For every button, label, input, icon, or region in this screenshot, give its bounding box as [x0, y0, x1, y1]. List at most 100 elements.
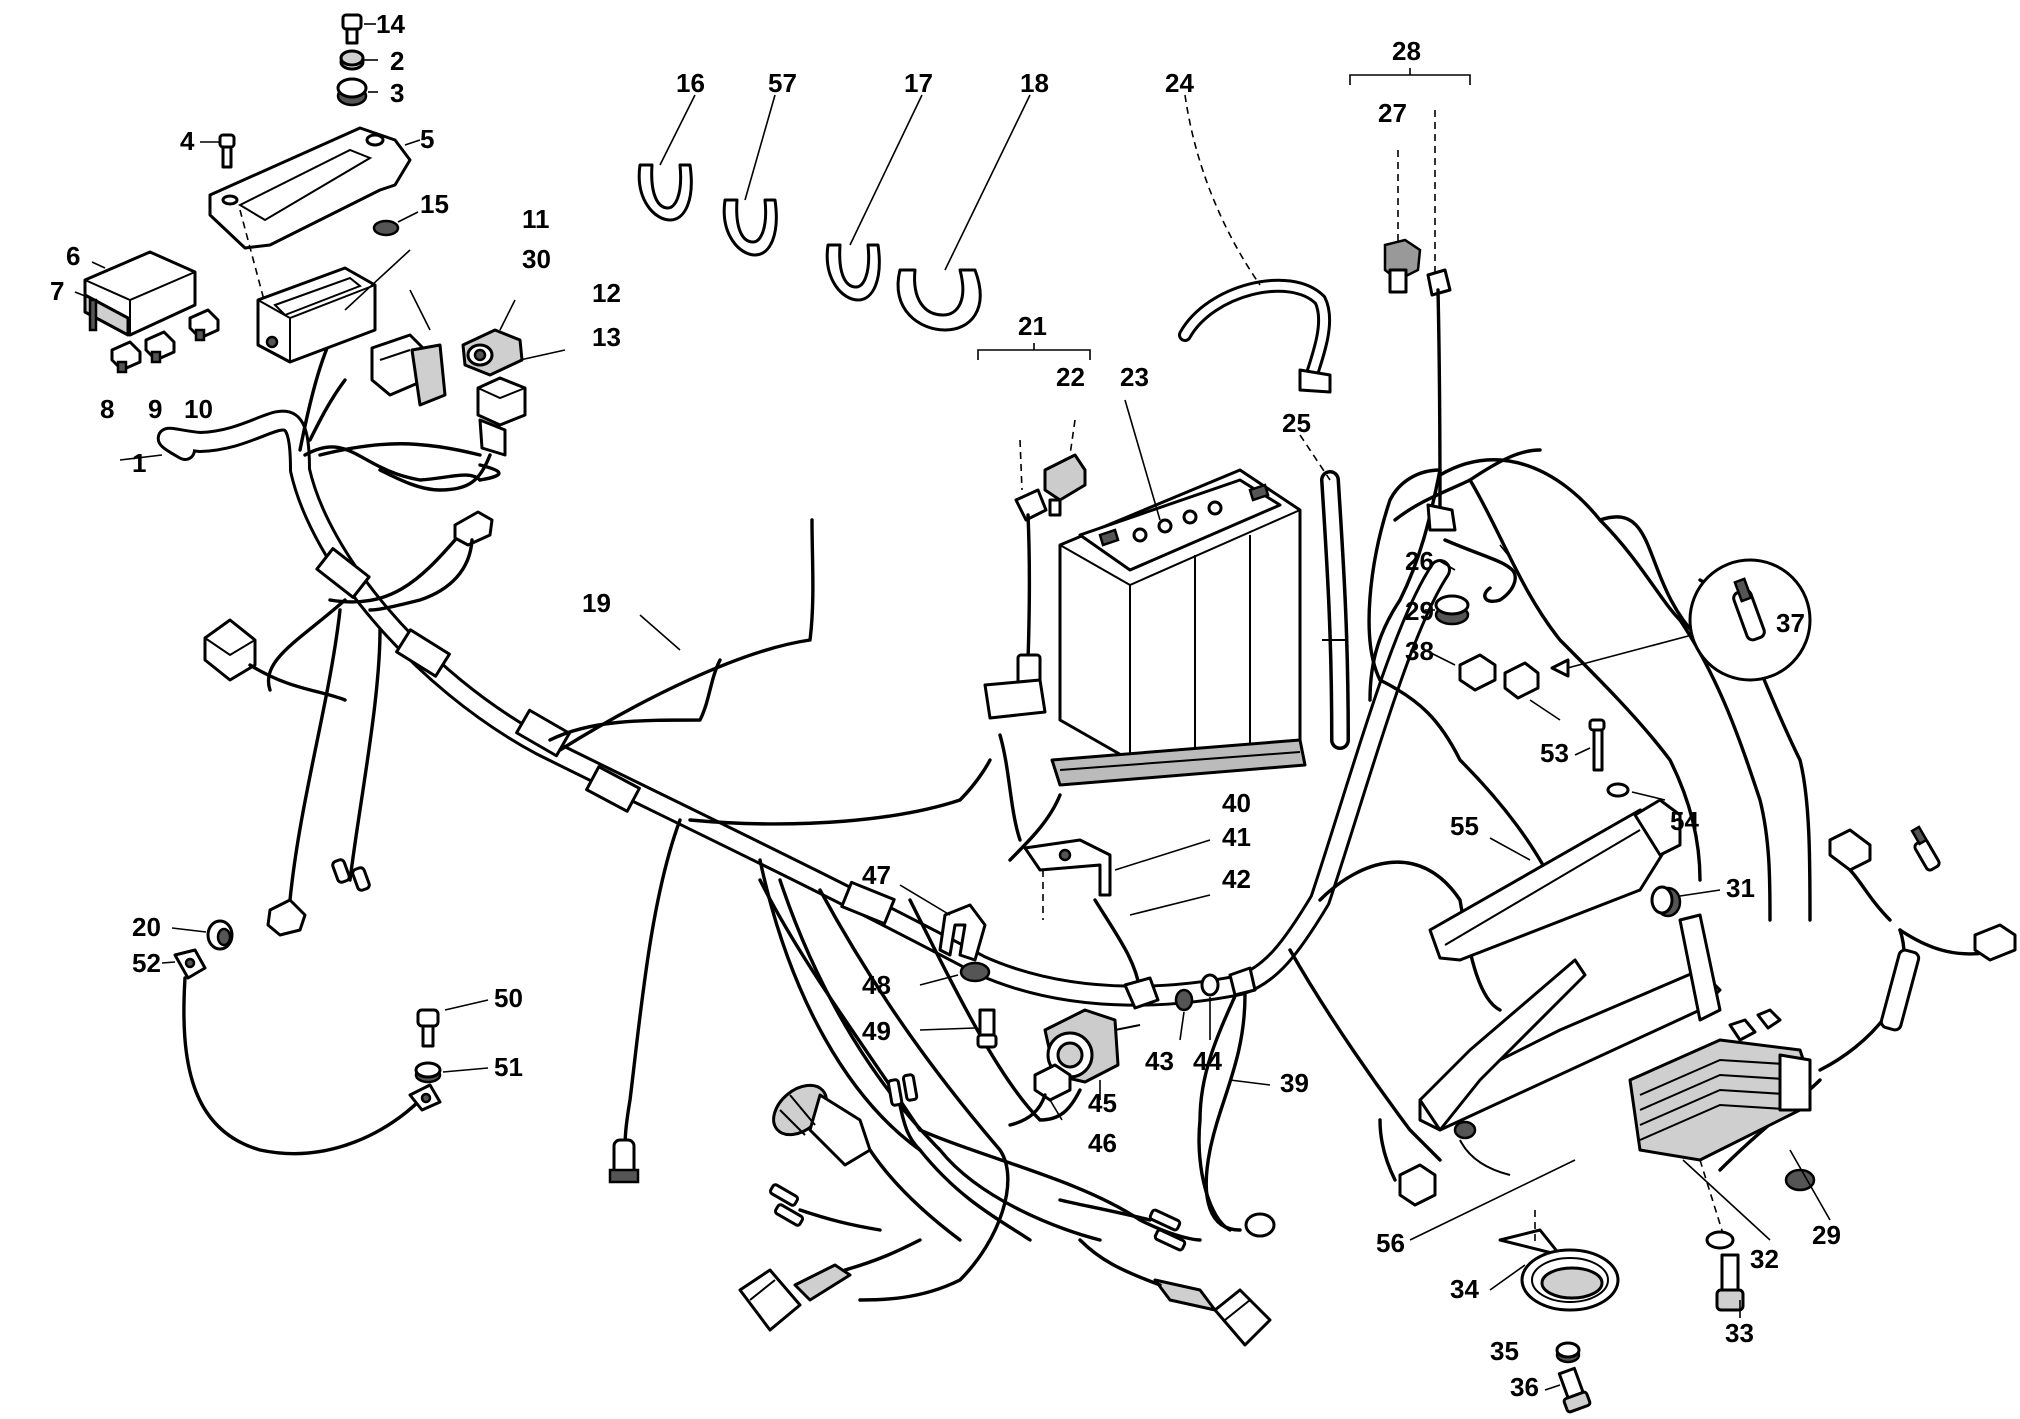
label-26: 26 [1405, 546, 1434, 576]
connector-46 [1008, 1063, 1072, 1127]
fuse-9 [144, 330, 176, 364]
fuse-box-11 [256, 266, 377, 364]
label-28: 28 [1392, 36, 1421, 66]
relay-13 [476, 376, 527, 457]
clamp-47 [938, 903, 987, 962]
wire-clip-26 [1443, 538, 1517, 603]
clip-57 [722, 198, 778, 257]
washer-43 [1174, 988, 1194, 1012]
negative-lead-28 [1426, 268, 1457, 532]
screw-4 [218, 133, 236, 169]
nut-29-top [1434, 594, 1470, 626]
label-37: 37 [1776, 608, 1805, 638]
terminal-cap-27 [1383, 238, 1422, 294]
label-23: 23 [1120, 362, 1149, 392]
label-8: 8 [100, 394, 114, 424]
screw-33 [1715, 1253, 1745, 1312]
bracket-21 [977, 343, 1091, 360]
battery-cable-24 [1178, 278, 1332, 394]
connector-38 [1458, 653, 1540, 700]
spade-pair-bottom [886, 1073, 919, 1107]
label-21: 21 [1018, 311, 1047, 341]
battery-cell-caps [1132, 500, 1223, 543]
label-34: 34 [1450, 1274, 1479, 1304]
relay-12 [461, 328, 524, 377]
connector-multi-pin [772, 1083, 872, 1167]
label-11: 11 [522, 204, 550, 234]
label-44: 44 [1193, 1046, 1222, 1076]
label-12: 12 [592, 278, 621, 308]
label-7: 7 [50, 276, 64, 306]
connector-upper-left [453, 510, 494, 547]
label-2: 2 [390, 46, 404, 76]
label-27: 27 [1378, 98, 1407, 128]
label-45: 45 [1088, 1088, 1117, 1118]
label-14: 14 [376, 9, 405, 39]
washer-44 [1200, 973, 1220, 997]
label-47: 47 [862, 860, 891, 890]
cable-39 [1204, 966, 1276, 1238]
spade-pair-right [1148, 1208, 1187, 1252]
bracket-28 [1349, 68, 1471, 85]
spade-pair-left [768, 1183, 805, 1227]
label-56: 56 [1376, 1228, 1405, 1258]
screw-14 [341, 13, 363, 45]
cover-55 [1428, 798, 1682, 962]
label-10: 10 [184, 394, 213, 424]
part-number-labels: 14 2 3 4 5 15 6 7 8 9 10 11 30 12 13 1 1… [50, 9, 1841, 1402]
label-18: 18 [1020, 68, 1049, 98]
rubber-grommet-3 [336, 77, 368, 107]
connector-right-small [1728, 1008, 1782, 1042]
branch-wires [266, 328, 2002, 1302]
label-20: 20 [132, 912, 161, 942]
label-41: 41 [1222, 822, 1251, 852]
relay-holder-30 [370, 333, 447, 407]
label-30: 30 [522, 244, 551, 274]
terminal-cap-22 [1043, 453, 1087, 517]
label-4: 4 [180, 126, 195, 156]
label-29-top: 29 [1405, 596, 1434, 626]
label-16: 16 [676, 68, 705, 98]
label-33: 33 [1725, 1318, 1754, 1348]
fuse-8 [110, 340, 142, 374]
label-48: 48 [862, 970, 891, 1000]
washer-54 [1606, 782, 1630, 798]
connector-left-low [266, 898, 307, 937]
label-51: 51 [494, 1052, 523, 1082]
detail-arrow [1550, 658, 1570, 678]
label-35: 35 [1490, 1336, 1519, 1366]
detail-circle-37 [1688, 558, 1812, 682]
label-22: 22 [1056, 362, 1085, 392]
clip-17 [825, 243, 881, 302]
label-32: 32 [1750, 1244, 1779, 1274]
label-25: 25 [1282, 408, 1311, 438]
connector-right-mid [1973, 923, 2017, 962]
battery-pad-40 [1050, 738, 1307, 787]
label-9: 9 [148, 394, 162, 424]
connector-left-block [203, 618, 257, 682]
screw-53 [1588, 718, 1606, 772]
sensor-plug-bottom-left [608, 1138, 640, 1184]
voltage-regulator-32 [1628, 1038, 1812, 1162]
fuse-10 [188, 308, 220, 342]
washer-35 [1555, 1341, 1581, 1364]
label-17: 17 [904, 68, 933, 98]
battery-23 [1058, 468, 1302, 762]
nut-29-bottom [1784, 1168, 1816, 1192]
label-39: 39 [1280, 1068, 1309, 1098]
frame-bracket-56 [1418, 913, 1722, 1176]
label-46: 46 [1088, 1128, 1117, 1158]
lambda-plug-left [738, 1263, 852, 1332]
cable-lead-21 [983, 488, 1048, 720]
connector-right-top [1828, 828, 1892, 922]
label-3: 3 [390, 78, 404, 108]
sleeve-right [1879, 948, 1921, 1032]
washer-15 [372, 219, 400, 237]
cable-42 [998, 733, 1160, 1010]
clip-18 [896, 268, 982, 332]
label-57: 57 [768, 68, 797, 98]
label-31: 31 [1726, 873, 1755, 903]
label-29-bottom: 29 [1812, 1220, 1841, 1250]
label-19: 19 [582, 588, 611, 618]
